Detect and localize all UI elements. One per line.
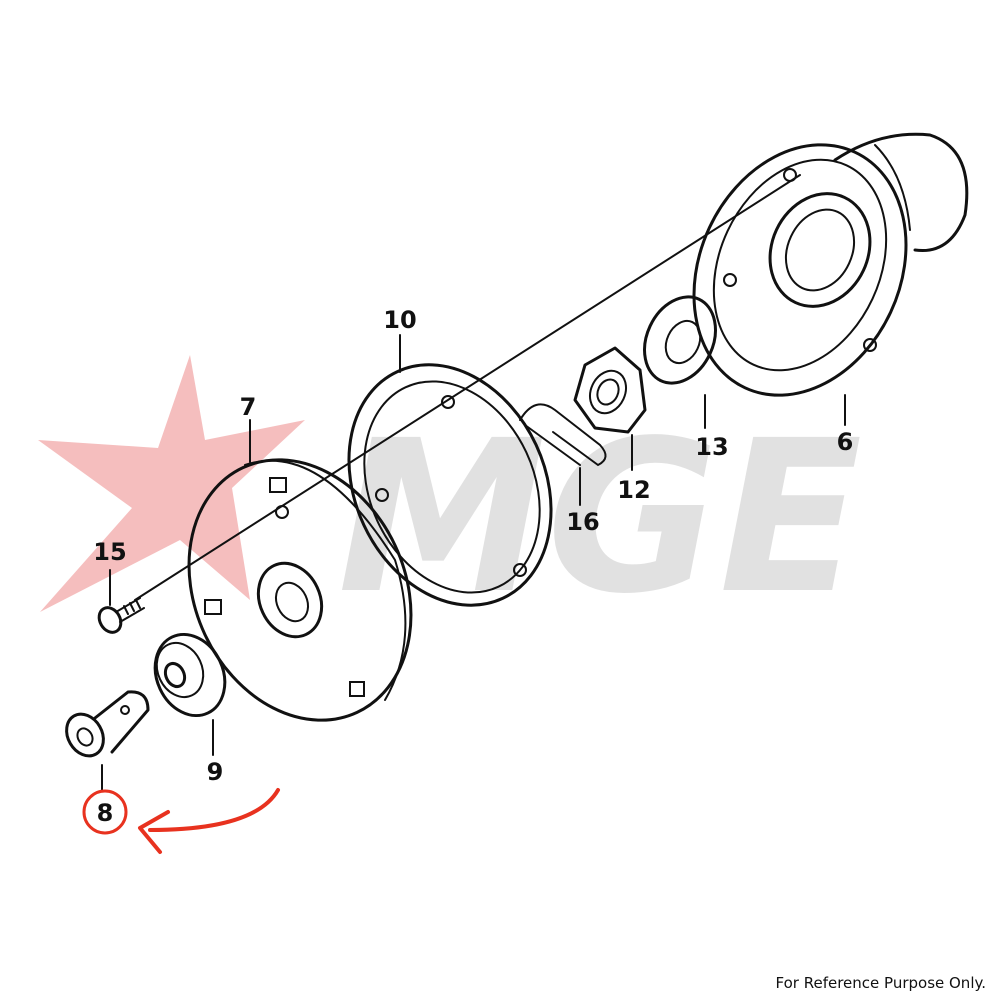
callout-10: 10 (383, 306, 416, 334)
callout-7: 7 (240, 393, 257, 421)
watermark-text: MGE (338, 395, 863, 640)
part-9-grommet (153, 632, 227, 718)
callout-13: 13 (695, 433, 728, 461)
assembly-axis-line (134, 174, 801, 601)
part-10-gasket (347, 363, 553, 607)
part-8-collar (65, 690, 150, 758)
highlight-arrowhead-icon (138, 810, 170, 854)
leader-lines (101, 334, 846, 791)
callout-6: 6 (837, 428, 854, 456)
part-16-cotter-pin (519, 403, 607, 467)
callout-15: 15 (93, 538, 126, 566)
reference-note: For Reference Purpose Only. (775, 974, 986, 992)
watermark-star-icon (38, 355, 305, 612)
part-7-cover-plate (187, 458, 413, 722)
watermark: MGE (38, 355, 862, 640)
callout-16: 16 (566, 508, 599, 536)
highlight-arrow-icon (148, 788, 280, 832)
callout-12: 12 (617, 476, 650, 504)
callout-8: 8 (97, 799, 114, 827)
part-12-nut (573, 346, 647, 434)
highlight-circle (82, 789, 128, 835)
part-6-housing (692, 132, 969, 397)
part-13-washer (643, 295, 717, 385)
callout-9: 9 (207, 758, 224, 786)
part-15-screw (97, 597, 145, 634)
highlight-part-8: 8 (82, 788, 280, 854)
